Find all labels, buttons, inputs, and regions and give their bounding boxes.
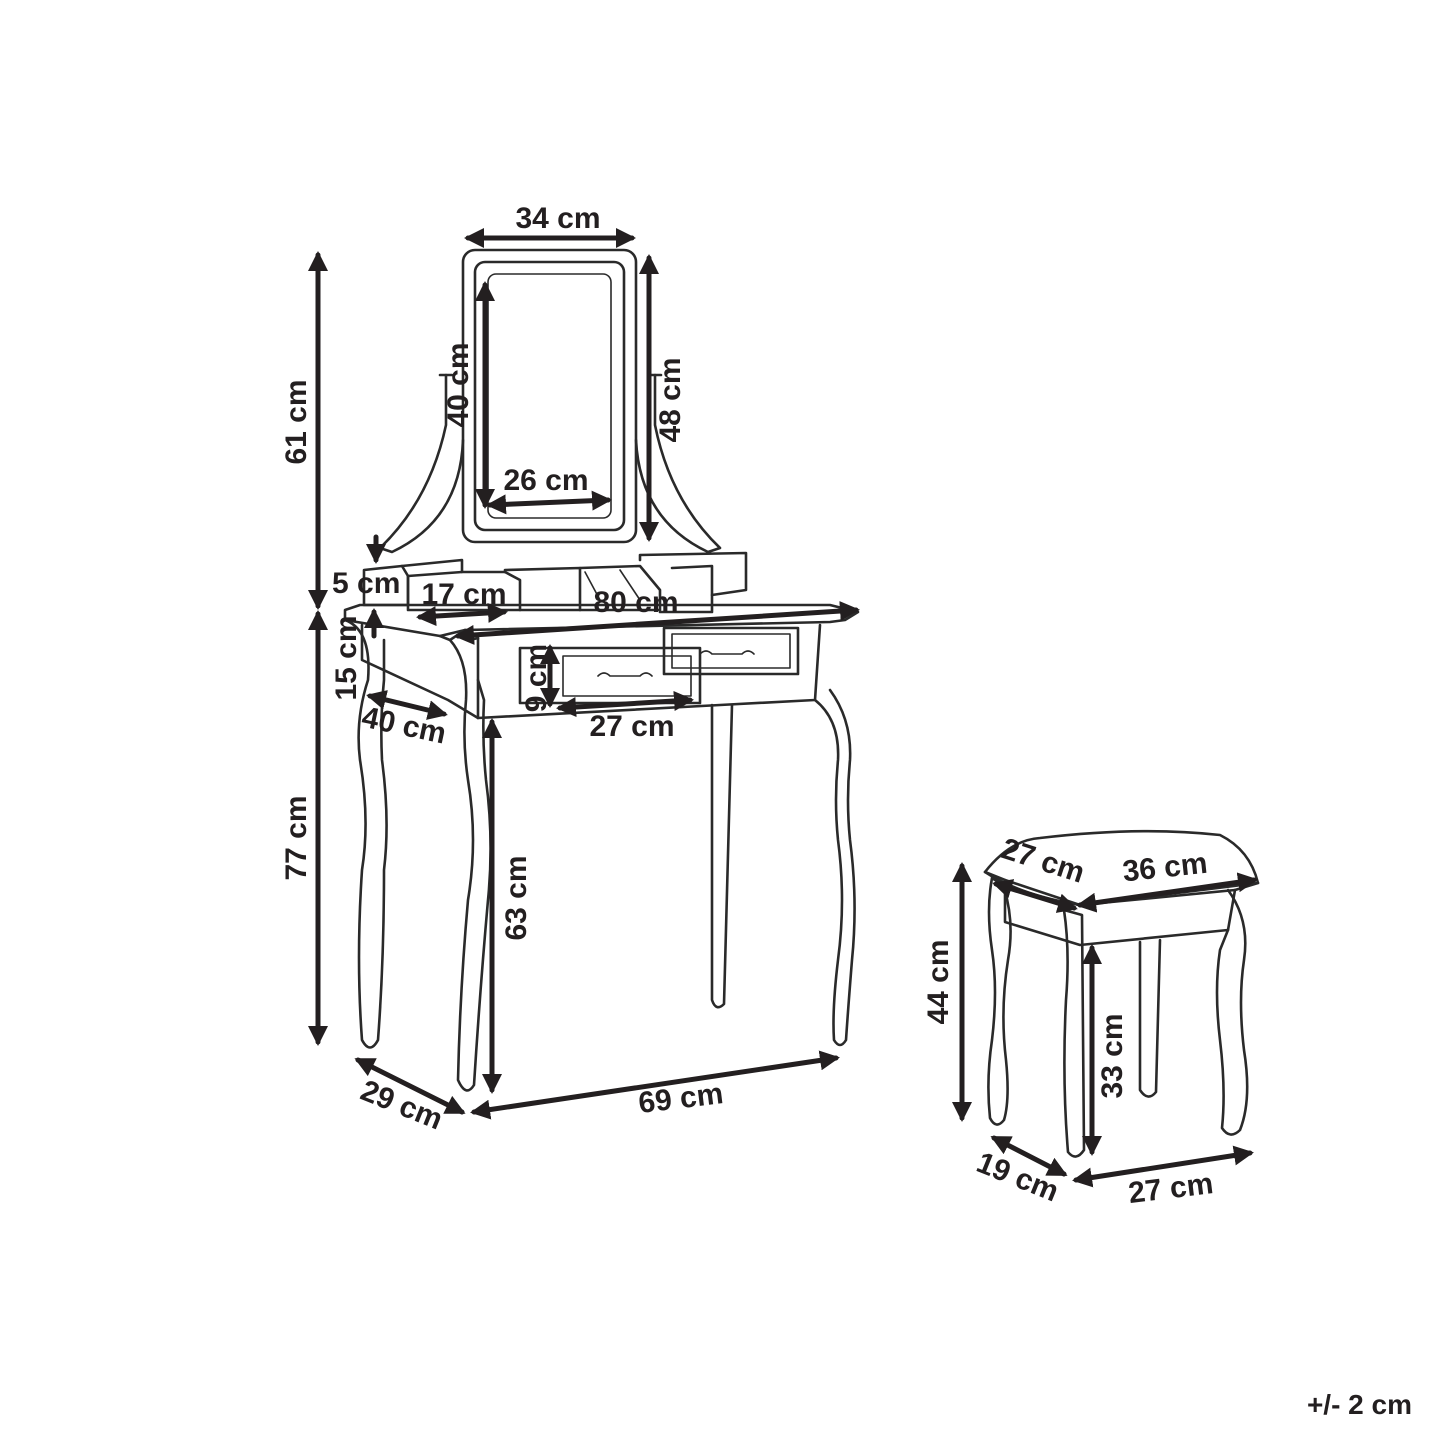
label-apron-height: 15 cm	[330, 615, 363, 700]
dressing-table-drawing	[343, 248, 860, 1092]
arrow-organizer-width	[416, 602, 508, 627]
label-table-top-width: 80 cm	[593, 586, 678, 619]
stool-drawing	[983, 829, 1260, 1158]
arrow-table-top-depth	[366, 690, 448, 720]
dimension-labels: 34 cm 40 cm 48 cm 26 cm 61 cm 5 cm 17 cm…	[280, 202, 1215, 1210]
label-stool-base-width: 27 cm	[1127, 1167, 1215, 1210]
label-stool-height: 44 cm	[922, 939, 955, 1024]
arrow-stool-seat-width	[1076, 872, 1258, 913]
label-stool-seat-width: 36 cm	[1121, 847, 1209, 889]
label-stool-base-depth: 19 cm	[972, 1146, 1063, 1208]
arrow-base-depth	[354, 1057, 466, 1115]
label-organizer-height: 5 cm	[332, 567, 400, 600]
label-drawer-height: 9 cm	[520, 644, 553, 712]
dimension-arrows	[308, 228, 1258, 1188]
label-drawer-width: 27 cm	[589, 710, 674, 743]
label-mirror-frame-height: 48 cm	[654, 357, 687, 442]
label-mirror-glass-height: 40 cm	[442, 342, 475, 427]
mirror-illustration	[378, 248, 722, 554]
label-mirror-width: 34 cm	[515, 202, 600, 235]
apron-drawers-illustration	[360, 623, 822, 720]
arrow-stool-base-depth	[990, 1135, 1068, 1177]
label-mirror-assembly-height: 61 cm	[280, 379, 313, 464]
label-leg-clearance-height: 63 cm	[500, 855, 533, 940]
label-stool-leg-height: 33 cm	[1096, 1013, 1129, 1098]
label-organizer-width: 17 cm	[421, 578, 506, 611]
label-table-height: 77 cm	[280, 795, 313, 880]
label-table-top-depth: 40 cm	[359, 701, 449, 751]
table-legs-illustration	[343, 618, 856, 1092]
arrow-table-top-width	[454, 601, 860, 645]
arrow-base-width	[470, 1050, 840, 1120]
arrow-stool-base-width	[1072, 1145, 1254, 1188]
label-mirror-glass-width: 26 cm	[503, 464, 588, 497]
arrow-drawer-width	[556, 691, 694, 717]
tolerance-note: +/- 2 cm	[1307, 1389, 1412, 1420]
arrow-stool-seat-depth	[992, 879, 1078, 913]
arrow-mirror-glass-width	[486, 490, 612, 515]
